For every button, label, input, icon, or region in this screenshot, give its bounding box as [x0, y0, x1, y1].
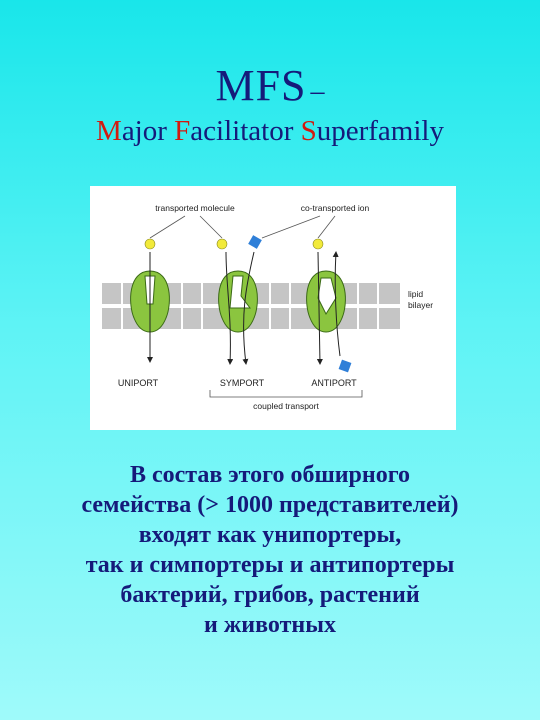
title-mfs: MFS: [215, 61, 307, 110]
transporter-proteins: [130, 270, 346, 333]
body-line: семейства (> 1000 представителей): [81, 492, 459, 518]
title-dash: –: [310, 76, 325, 107]
label-symport: SYMPORT: [220, 378, 265, 388]
transport-diagram: transported molecule co-transported ion …: [90, 186, 456, 430]
body-line: так и симпортеры и антипортеры: [85, 552, 455, 578]
body-line: входят как унипортеры,: [138, 522, 402, 548]
body-line: В состав этого обширного: [129, 462, 411, 488]
transported-molecules: [144, 238, 324, 250]
transport-diagram-svg: transported molecule co-transported ion …: [102, 203, 433, 411]
slide-body-text: В состав этого обширного семейства (> 10…: [20, 460, 520, 640]
label-transported-molecule: transported molecule: [155, 203, 235, 213]
arrow-symport-molecule: [225, 251, 234, 365]
body-line: бактерий, грибов, растений: [120, 582, 420, 608]
body-line: и животных: [204, 612, 336, 638]
co-transported-ions: [248, 235, 352, 373]
label-co-transported-ion: co-transported ion: [301, 203, 370, 213]
arrow-symport-ion: [242, 251, 255, 365]
subtitle-word-superfamily: Superfamily: [300, 115, 444, 147]
molecule-uniport: [144, 238, 156, 250]
arrow-antiport-ion: [332, 251, 341, 357]
arrow-antiport-molecule: [316, 251, 323, 365]
ion-antiport: [338, 359, 352, 373]
ion-symport: [248, 235, 262, 249]
label-coupled-transport: coupled transport: [253, 401, 319, 411]
flow-arrows: [147, 251, 341, 365]
coupled-transport-bracket: [209, 390, 363, 398]
label-antiport: ANTIPORT: [311, 378, 357, 388]
label-bilayer: bilayer: [408, 300, 433, 310]
molecule-antiport: [312, 238, 324, 250]
slide-title: MFS–: [0, 62, 540, 116]
antiporter: [306, 270, 346, 333]
label-uniport: UNIPORT: [118, 378, 159, 388]
label-lipid: lipid: [408, 289, 423, 299]
subtitle-word-major: Major: [96, 115, 167, 147]
subtitle-word-facilitator: Facilitator: [174, 115, 294, 147]
slide-subtitle: Major Facilitator Superfamily: [0, 114, 540, 148]
symporter: [218, 270, 258, 333]
label-leader-lines: [149, 215, 336, 239]
molecule-symport: [216, 238, 228, 250]
